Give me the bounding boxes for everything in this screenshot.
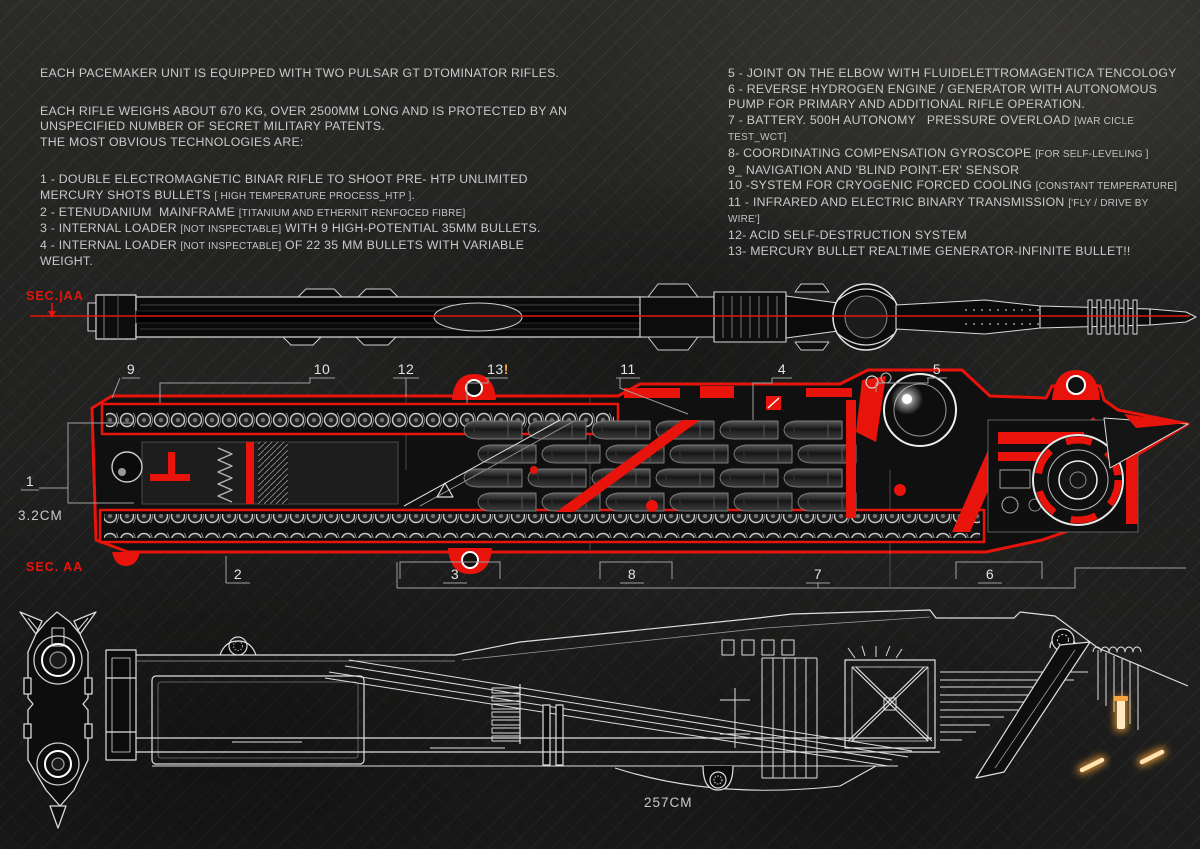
callout-3: 3	[399, 561, 501, 584]
tech-list-item: 13- MERCURY BULLET REALTIME GENERATOR-IN…	[728, 243, 1131, 258]
bottom-view	[105, 609, 1189, 791]
diagonal-brace	[324, 659, 913, 767]
tech-list-left: 1 - DOUBLE ELECTROMAGNETIC BINAR RIFLE T…	[40, 172, 580, 270]
tech-list-item: 4 - INTERNAL LOADER [NOT INSPECTABLE] OF…	[40, 237, 528, 269]
cutaway-view	[90, 368, 1190, 587]
svg-text:2: 2	[234, 566, 242, 582]
dimension-height: 3.2CM	[18, 508, 63, 523]
callout-1: 1	[26, 473, 34, 489]
svg-text:12: 12	[398, 361, 415, 377]
callout-7: 7	[396, 562, 1186, 589]
callout-11: 11	[616, 361, 689, 415]
callout-12: 12	[393, 361, 419, 397]
tech-list-item: 3 - INTERNAL LOADER [NOT INSPECTABLE] WI…	[40, 221, 541, 236]
top-side-view	[87, 283, 1197, 351]
front-view	[19, 611, 97, 829]
orange-energy-marks	[1077, 696, 1167, 775]
tech-list-item: 6 - REVERSE HYDROGEN ENGINE / GENERATOR …	[728, 81, 1161, 112]
x-truss-panel	[844, 659, 936, 749]
svg-text:8: 8	[628, 566, 636, 582]
svg-text:9: 9	[127, 361, 135, 377]
tech-list-item: 5 - JOINT ON THE ELBOW WITH FLUIDELETTRO…	[728, 66, 1177, 80]
intro-paragraph: THE MOST OBVIOUS TECHNOLOGIES ARE:	[40, 134, 304, 149]
rib-tower	[761, 657, 818, 779]
warning-marker	[766, 396, 781, 410]
description-column-right: 5 - JOINT ON THE ELBOW WITH FLUIDELETTRO…	[728, 66, 1180, 259]
svg-text:11: 11	[620, 361, 636, 377]
mount-lug-right	[1052, 370, 1100, 400]
tech-list-item: 9_ NAVIGATION AND 'BLIND POINT-ER' SENSO…	[728, 162, 1020, 177]
callout-13: 13!	[466, 361, 509, 403]
callout-2: 2	[225, 556, 250, 584]
section-label-top: SEC.|AA	[26, 289, 84, 303]
callout-4: 4	[752, 361, 792, 420]
tech-list-item: 10 -SYSTEM FOR CRYOGENIC FORCED COOLING …	[728, 178, 1178, 193]
intro-paragraph: EACH PACEMAKER UNIT IS EQUIPPED WITH TWO…	[40, 66, 560, 80]
tech-list-item: 7 - BATTERY. 500H AUTONOMY PRESSURE OVER…	[728, 112, 1137, 144]
callout-10: 10	[159, 361, 335, 403]
svg-text:5: 5	[933, 361, 941, 377]
tech-list-item: 11 - INFRARED AND ELECTRIC BINARY TRANSM…	[728, 194, 1152, 226]
svg-text:4: 4	[778, 361, 786, 377]
callouts-bottom: 2 3 8 7 6	[225, 556, 1186, 589]
tech-list-right: 5 - JOINT ON THE ELBOW WITH FLUIDELETTRO…	[728, 66, 1180, 259]
elbow-joint	[856, 372, 957, 447]
description-column-left: EACH PACEMAKER UNIT IS EQUIPPED WITH TWO…	[40, 66, 580, 270]
tech-list-item: 2 - ETENUDANIUM MAINFRAME [TITANIUM AND …	[40, 204, 466, 219]
callout-9: 9	[111, 361, 140, 399]
section-line: SEC.|AA	[26, 289, 1190, 318]
vent-fan-lines	[940, 671, 1088, 741]
tech-list-item: 8- COORDINATING COMPENSATION GYROSCOPE […	[728, 145, 1149, 160]
callout-8: 8	[599, 561, 673, 584]
section-label-bottom: SEC. AA	[26, 560, 83, 574]
svg-text:10: 10	[314, 361, 331, 377]
svg-text:7: 7	[814, 566, 822, 582]
turbine	[1032, 434, 1124, 526]
tech-list-item: 1 - DOUBLE ELECTROMAGNETIC BINAR RIFLE T…	[40, 172, 532, 202]
tech-list-item: 12- ACID SELF-DESTRUCTION SYSTEM	[728, 227, 967, 242]
mount-lug-bottom	[448, 548, 492, 574]
svg-text:6: 6	[986, 566, 994, 582]
dimension-length: 257CM	[644, 795, 693, 810]
blade-fin	[975, 641, 1091, 779]
svg-text:13!: 13!	[487, 361, 509, 377]
intro-paragraph: EACH RIFLE WEIGHS ABOUT 670 KG, OVER 250…	[40, 103, 568, 134]
callout-6: 6	[955, 561, 1043, 584]
left-dimension: 1 3.2CM SEC. AA	[18, 422, 134, 574]
mount-lug-top	[452, 374, 496, 400]
tail-fin	[1103, 414, 1189, 469]
callout-5: 5	[875, 361, 947, 392]
svg-text:3: 3	[451, 566, 459, 582]
callouts-top: 9 10 12 13! 11 4 5	[111, 361, 947, 420]
